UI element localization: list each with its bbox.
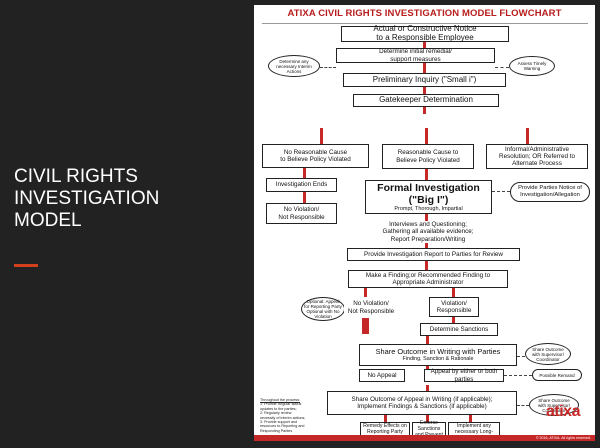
share-appeal-box: Share Outcome of Appeal in Writing (if a… (327, 391, 517, 415)
no-violation-box-2: No Violation/ Not Responsible (344, 297, 398, 318)
gatekeeper-box: Gatekeeper Determination (353, 94, 499, 107)
report-review-box: Provide Investigation Report to Parties … (347, 248, 520, 261)
no-reasonable-cause-box: No Reasonable Cause to Believe Policy Vi… (262, 144, 369, 168)
share-outcome-box: Share Outcome in Writing with Parties Fi… (359, 344, 517, 366)
title-divider (262, 23, 588, 24)
no-violation-box-1: No Violation/ Not Responsible (266, 203, 337, 224)
notice-of-investigation-box: Provide Parties Notice of Investigation/… (510, 182, 590, 202)
formal-investigation-sub: Prompt, Thorough, Impartial (394, 206, 463, 212)
arrow (425, 128, 428, 144)
arrow (469, 415, 472, 422)
no-appeal-box: No Appeal (359, 369, 405, 382)
investigation-ends-box: Investigation Ends (266, 178, 337, 192)
sanctions-box: Determine Sanctions (420, 323, 498, 336)
arrow (423, 106, 426, 114)
arrow (452, 316, 455, 324)
arrow (425, 214, 428, 222)
make-finding-box: Make a Finding;or Recommended Finding to… (348, 270, 508, 288)
arrow (362, 318, 369, 334)
share-outcome-label: Share Outcome in Writing with Parties (375, 346, 501, 356)
formal-investigation-label: Formal Investigation ("Big I") (377, 182, 480, 206)
arrow (526, 128, 529, 144)
arrow (426, 336, 429, 344)
arrow (425, 261, 428, 270)
formal-investigation-box: Formal Investigation ("Big I") Prompt, T… (365, 180, 492, 214)
process-note-heading: Throughout the process: (260, 398, 300, 402)
dashed-link (320, 67, 336, 68)
remedial-measures-box: Determine initial remedial/ support meas… (336, 48, 495, 63)
dashed-link (517, 405, 529, 406)
interim-actions-box: Determine any necessary Interim Actions (268, 55, 320, 77)
preliminary-inquiry-box: Preliminary Inquiry ("Small i") (343, 73, 506, 87)
arrow (384, 415, 387, 422)
process-note: Throughout the process: 1: Provide Regul… (260, 398, 322, 433)
share-supervisor-box-1: Share Outcome with Supervisor/ Coordinat… (525, 343, 571, 365)
share-outcome-sub: Finding, Sanction & Rationale (402, 356, 474, 363)
arrow (425, 169, 428, 180)
arrow (423, 86, 426, 94)
dashed-link (517, 356, 525, 357)
arrow (320, 128, 323, 144)
copyright-strip: © 2016, ATIXA. All rights reserved. (254, 435, 595, 441)
dashed-link (504, 375, 532, 376)
possible-remand-box: Possible Remand (532, 369, 582, 381)
atixa-logo: atixa (546, 403, 580, 420)
share-supervisor-box-2: Share Outcome with Supervisor/ Coordinat… (529, 394, 579, 416)
accent-bar (14, 264, 38, 267)
arrow (303, 192, 306, 203)
arrow (426, 385, 429, 393)
flowchart-title: ATIXA CIVIL RIGHTS INVESTIGATION MODEL F… (287, 8, 562, 19)
dashed-link (495, 67, 509, 68)
arrow (452, 288, 455, 297)
process-note-body: 1: Provide Regular status updates to the… (260, 402, 306, 433)
optional-appeal-box: Optional: Appeal for Reporting Party Opt… (301, 297, 345, 321)
appeal-box: Appeal by either or both parties (424, 368, 504, 383)
notice-box: Actual or Constructive Notice to a Respo… (341, 24, 509, 42)
timely-warning-box: Assess Timely Warning (509, 56, 555, 76)
arrow (364, 288, 367, 297)
arrow (303, 168, 306, 178)
slide-title: CIVIL RIGHTS INVESTIGATION MODEL (14, 166, 160, 231)
arrow (425, 242, 428, 249)
flowchart-image: ATIXA CIVIL RIGHTS INVESTIGATION MODEL F… (254, 5, 595, 441)
arrow (426, 415, 429, 422)
violation-box: Violation/ Responsible (429, 297, 479, 317)
informal-resolution-box: Informal/Administrative Resolution; OR R… (486, 144, 588, 169)
dashed-link (492, 191, 510, 192)
arrow (423, 41, 426, 48)
reasonable-cause-box: Reasonable Cause to Believe Policy Viola… (382, 144, 474, 169)
interviews-box: Interviews and Questioning; Gathering al… (375, 221, 481, 243)
arrow (423, 62, 426, 73)
